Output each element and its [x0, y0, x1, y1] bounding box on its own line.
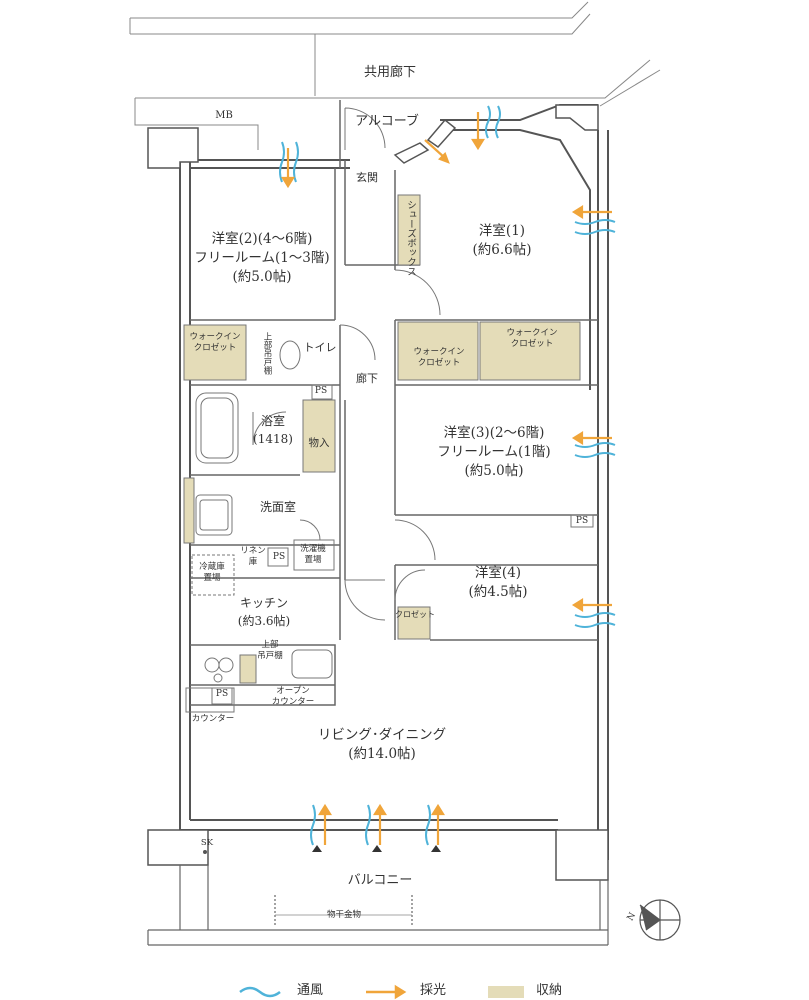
shoe-box-label: シューズボックス	[405, 200, 416, 276]
fixtures	[185, 340, 594, 713]
shoe-box	[397, 194, 421, 266]
closet-label: クロゼット	[395, 610, 435, 619]
fridge-label: 冷蔵庫 置場	[199, 562, 225, 583]
legend-wind-icon	[239, 986, 281, 998]
alcove-label: アルコーブ	[355, 114, 419, 129]
upper-shelf-1-label: 上部吊戸棚	[262, 332, 272, 375]
common-corridor-outline	[129, 1, 661, 150]
ventilation-marks	[279, 105, 616, 846]
counter-label: カウンター	[191, 714, 235, 724]
ps-4-label: PS	[215, 689, 229, 699]
sk-label: SK	[200, 838, 214, 848]
ps-1-label: PS	[314, 386, 328, 396]
washroom-label: 洗面室	[259, 500, 297, 514]
room3-label: 洋室(3)(2～6階) フリールーム(1階) (約5.0帖)	[437, 425, 551, 479]
balcony-label: バルコニー	[347, 873, 413, 888]
sk-mark	[203, 850, 207, 854]
kitchen-upper-shelf	[239, 654, 257, 684]
closet-box	[397, 606, 431, 640]
wic-a	[183, 324, 247, 381]
entrance-label: 玄関	[356, 171, 378, 184]
legend-storage: 収納	[536, 983, 563, 998]
interior-walls	[190, 100, 598, 706]
alcove-doors	[393, 118, 457, 164]
room4-label: 洋室(4) (約4.5帖)	[468, 565, 528, 600]
room2-label: 洋室(2)(4～6階) フリールーム(1～3階) (約5.0帖)	[194, 231, 330, 285]
washer-label: 洗濯機 置場	[300, 544, 326, 565]
wic-b	[397, 321, 479, 381]
mb-label: MB	[215, 110, 233, 121]
common-corridor-label: 共用廊下	[363, 65, 417, 80]
room1-label: 洋室(1) (約6.6帖)	[472, 223, 532, 258]
daylight-arrows	[281, 112, 612, 845]
legend-arrow-icon	[366, 984, 407, 1000]
wic-c	[479, 321, 581, 381]
ps-3-label: PS	[272, 552, 286, 562]
legend-ventilation: 通風	[297, 983, 324, 998]
washroom-shelf	[183, 477, 195, 544]
balcony-outline	[147, 865, 609, 946]
linen-label: リネン 庫	[240, 546, 266, 567]
wic-a-label: ウォークイン クロゼット	[189, 332, 241, 353]
columns	[147, 104, 609, 881]
storage-label: 物入	[308, 437, 330, 449]
upper-shelf-2-label: 上部 吊戸棚	[257, 640, 283, 661]
legend-storage-icon	[488, 986, 524, 998]
storage-box	[302, 399, 336, 473]
wic-b-label: ウォークイン クロゼット	[413, 347, 465, 368]
bath-label: 浴室 (1418)	[253, 414, 293, 446]
wic-c-label: ウォークイン クロゼット	[506, 328, 558, 349]
balcony-window-marks	[312, 845, 441, 852]
storage-areas	[183, 194, 581, 684]
north-compass-icon	[639, 899, 681, 941]
kitchen-label: キッチン (約3.6帖)	[237, 596, 291, 628]
drying-hardware-label: 物干金物	[326, 910, 362, 920]
open-counter-label: オープン カウンター	[271, 686, 315, 707]
toilet-label: トイレ	[303, 341, 337, 354]
living-label: リビング･ダイニング (約14.0帖)	[317, 727, 447, 762]
doors	[252, 107, 441, 621]
ps-2-label: PS	[575, 516, 589, 526]
hallway-label: 廊下	[356, 372, 378, 385]
legend-daylight: 採光	[420, 983, 447, 998]
